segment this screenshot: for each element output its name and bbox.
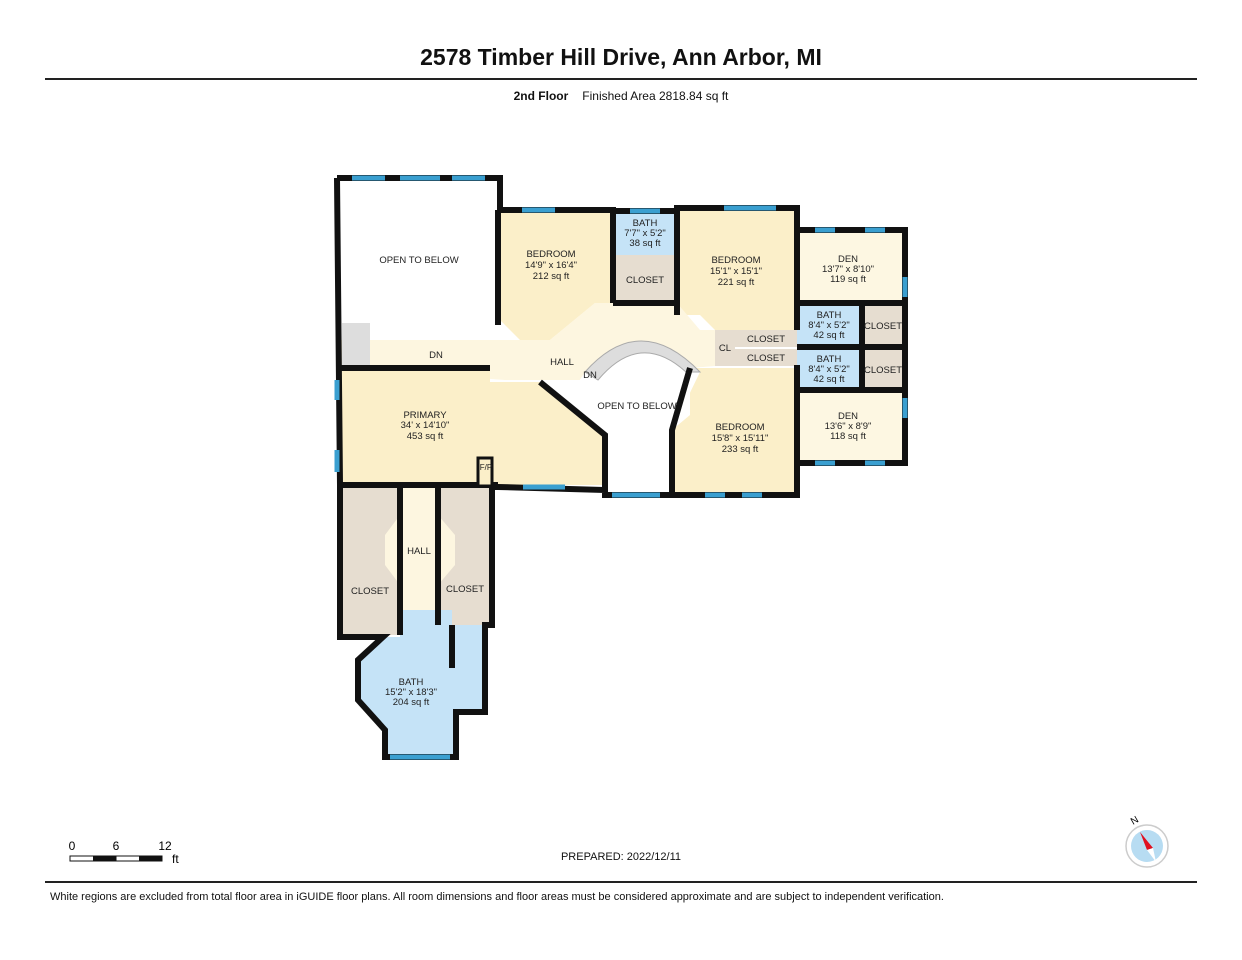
room-name: CLOSET [351, 586, 389, 597]
room-dimensions: 13'6" x 8'9" [825, 421, 872, 432]
room-dimensions: 34' x 14'10" [401, 420, 450, 431]
bedroom-1 [500, 212, 613, 340]
room-dimensions: 15'1" x 15'1" [710, 266, 762, 277]
stairs-down-label: DN [429, 350, 443, 361]
fireplace-label: F/P [480, 463, 492, 472]
room-dimensions: 15'8" x 15'11" [712, 433, 769, 444]
closet-2 [862, 305, 904, 345]
room-name: OPEN TO BELOW [379, 255, 458, 266]
closet-5 [862, 349, 904, 389]
finished-area: Finished Area 2818.84 sq ft [582, 89, 729, 103]
room-name: CLOSET [864, 365, 902, 376]
floor-summary: 2nd Floor Finished Area 2818.84 sq ft [0, 89, 1242, 103]
bedroom-2 [677, 210, 797, 330]
scale-tick: 6 [113, 839, 120, 853]
floor-label: 2nd Floor [513, 89, 569, 103]
room-area: 221 sq ft [718, 277, 755, 288]
north-label: N [1129, 814, 1141, 827]
room-name: OPEN TO BELOW [597, 401, 676, 412]
room-area: 118 sq ft [830, 431, 866, 442]
room-area: 233 sq ft [722, 444, 759, 455]
closet-3 [735, 330, 797, 347]
windows [334, 175, 908, 760]
bedroom-3 [672, 368, 797, 493]
scale-bar: 0 6 12 ft [69, 839, 180, 866]
scale-tick: 12 [158, 839, 172, 853]
room-area: 212 sq ft [533, 271, 570, 282]
room-dimensions: 13'7" x 8'10" [822, 264, 874, 275]
primary [340, 368, 605, 485]
closet-1 [613, 255, 677, 303]
stairs-curved [584, 340, 702, 381]
room-name: CLOSET [747, 353, 785, 364]
den-2 [797, 391, 905, 462]
open-to-below-center [570, 341, 700, 493]
room-name: CLOSET [864, 321, 902, 332]
stairs-straight [342, 323, 370, 368]
bath-3 [797, 349, 861, 389]
divider [45, 78, 1197, 80]
room-name: PRIMARY [403, 410, 447, 421]
room-name: BEDROOM [711, 255, 760, 266]
fireplace [476, 456, 494, 488]
stairs-down-label: DN [583, 370, 597, 381]
room-area: 42 sq ft [813, 374, 845, 385]
disclaimer: White regions are excluded from total fl… [50, 891, 944, 903]
room-name: DEN [838, 254, 858, 265]
room-name: BATH [633, 218, 658, 229]
room-name: CLOSET [626, 275, 664, 286]
walls [334, 175, 908, 760]
open-to-below-left [340, 181, 498, 343]
room-name: HALL [407, 546, 431, 557]
room-fills [340, 181, 905, 755]
room-name: CL [719, 343, 731, 354]
room-area: 204 sq ft [393, 697, 430, 708]
scale-tick: 0 [69, 839, 76, 853]
room-name: BATH [399, 677, 424, 688]
room-name: CLOSET [747, 334, 785, 345]
scale-unit: ft [172, 852, 179, 866]
room-dimensions: 15'2" x 18'3" [385, 687, 437, 698]
room-name: DEN [838, 411, 858, 422]
plan-title: 2578 Timber Hill Drive, Ann Arbor, MI [420, 44, 822, 70]
room-name: HALL [550, 357, 574, 368]
room-name: BEDROOM [715, 422, 764, 433]
room-name: CLOSET [446, 584, 484, 595]
room-area: 119 sq ft [830, 274, 866, 285]
room-dimensions: 8'4" x 5'2" [808, 364, 850, 375]
cl [715, 330, 735, 366]
den-1 [797, 232, 905, 303]
room-name: BATH [817, 310, 842, 321]
bath-2 [797, 305, 861, 345]
room-area: 453 sq ft [407, 431, 444, 442]
bath-1 [613, 213, 677, 255]
room-dimensions: 8'4" x 5'2" [808, 320, 850, 331]
room-area: 38 sq ft [629, 238, 661, 249]
closet-4 [735, 349, 797, 366]
room-name: BEDROOM [526, 249, 575, 260]
prepared-date: PREPARED: 2022/12/11 [560, 851, 682, 863]
room-dimensions: 14'9" x 16'4" [525, 260, 577, 271]
room-name: BATH [817, 354, 842, 365]
room-dimensions: 7'7" x 5'2" [624, 228, 666, 239]
room-area: 42 sq ft [813, 330, 845, 341]
compass-icon: N [1125, 814, 1169, 868]
divider [45, 881, 1197, 883]
